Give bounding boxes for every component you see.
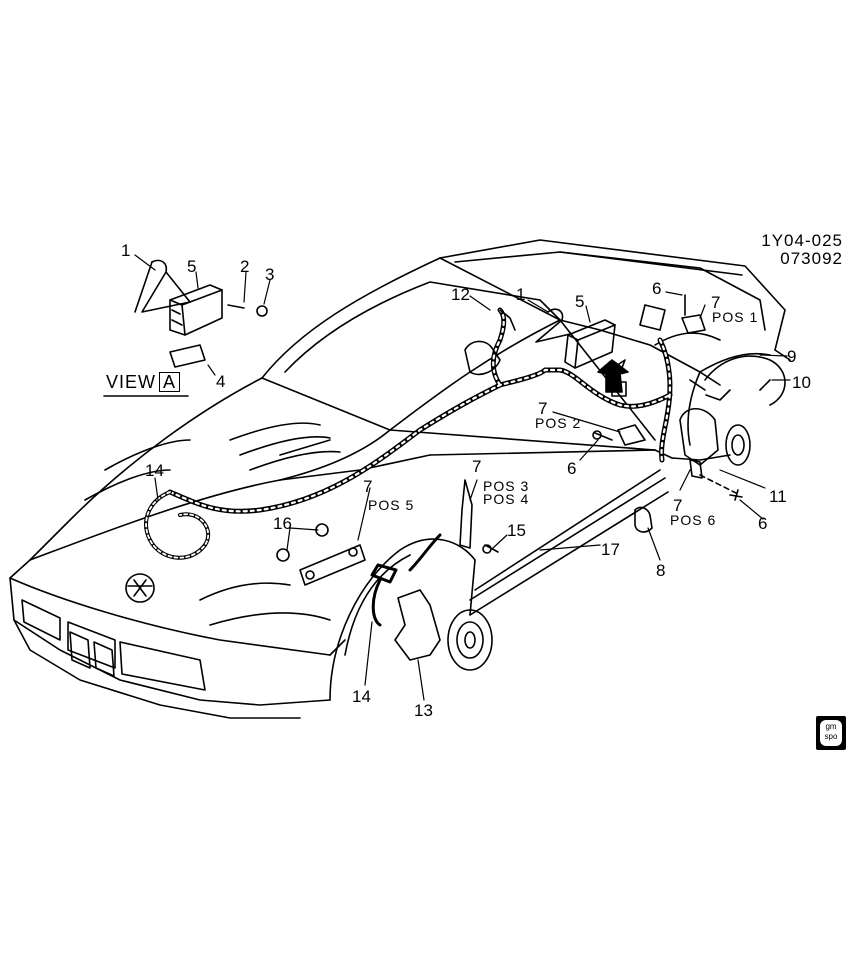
logo-line-1: gm (825, 722, 837, 731)
view-a-arrow (597, 359, 629, 393)
callout-3: 3 (265, 265, 275, 284)
bracket-pos2 (592, 424, 646, 446)
wiring-harness (167, 307, 673, 514)
front-hub-rotor (394, 589, 493, 671)
pos-label-4: POS 4 (483, 491, 530, 507)
callout-17: 17 (601, 540, 620, 559)
callout-1: 1 (121, 241, 131, 260)
drawing-code-line-1: 1Y04-025 (761, 231, 843, 250)
callout-1: 1 (516, 285, 526, 304)
logo-line-2: spo (824, 732, 838, 741)
callout-7: 7 (711, 293, 721, 312)
drawing-code: 1Y04-025 073092 (761, 232, 843, 268)
callout-6: 6 (758, 514, 768, 533)
pos-label-1: POS 1 (712, 309, 759, 325)
clip-item-8 (634, 506, 653, 533)
arrow-label: A (614, 381, 623, 395)
callout-7: 7 (538, 399, 548, 418)
view-label-text: VIEW (106, 372, 157, 392)
callout-10: 10 (792, 373, 811, 392)
callout-11: 11 (769, 487, 787, 506)
callout-16: 16 (273, 514, 292, 533)
callout-6: 6 (652, 279, 662, 298)
callout-7: 7 (363, 477, 373, 496)
callout-14: 14 (352, 687, 371, 706)
bracket-pos34 (459, 479, 499, 554)
callout-13: 13 (414, 701, 433, 720)
callout-5: 5 (187, 257, 197, 276)
callout-9: 9 (787, 347, 797, 366)
pos-label-2: POS 2 (535, 415, 582, 431)
module-view-a (134, 259, 268, 368)
logo-inner: gm spo (820, 720, 842, 746)
callout-15: 15 (507, 521, 526, 540)
bracket-pos5 (276, 523, 366, 586)
pos-label-6: POS 6 (670, 512, 717, 528)
callout-12: 12 (451, 285, 470, 304)
callout-8: 8 (656, 561, 666, 580)
front-lower-harness (370, 533, 442, 627)
bracket-pos1 (639, 294, 706, 334)
callout-5: 5 (575, 292, 585, 311)
callout-7: 7 (673, 496, 683, 515)
front-emblem (125, 573, 155, 603)
gm-spo-logo: gm spo (816, 716, 846, 750)
callout-4: 4 (216, 372, 226, 391)
leader-lines (134, 254, 791, 701)
pos-label-5: POS 5 (368, 497, 415, 513)
pos-label-3: POS 3 (483, 478, 530, 494)
rear-wheel-assembly (679, 355, 786, 501)
callout-6: 6 (567, 459, 577, 478)
callout-14: 14 (145, 461, 164, 480)
callout-2: 2 (240, 257, 250, 276)
rear-sensor-connector (464, 309, 516, 376)
drawing-code-line-2: 073092 (780, 249, 843, 268)
view-label-letter: A (159, 372, 181, 392)
callout-7: 7 (472, 457, 482, 476)
